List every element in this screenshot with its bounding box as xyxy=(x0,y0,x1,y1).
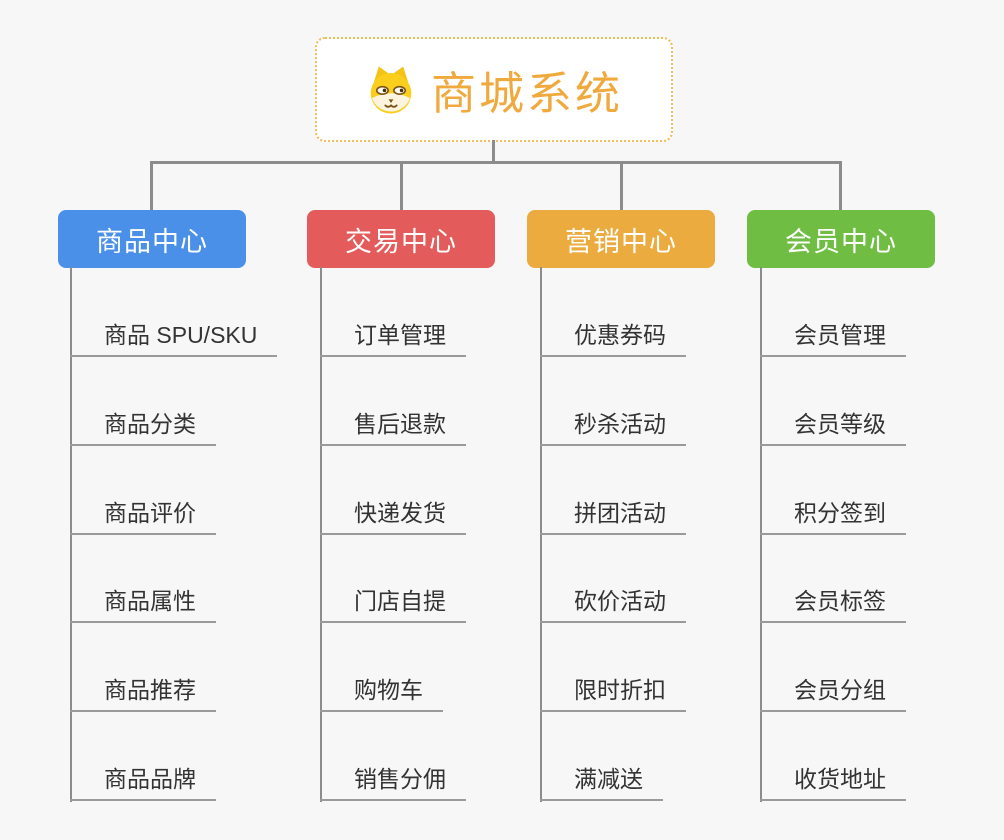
leaf-node[interactable]: 售后退款 xyxy=(320,409,466,446)
leaf-node[interactable]: 商品品牌 xyxy=(70,764,216,801)
connector-drop-member xyxy=(839,161,842,211)
leaf-node[interactable]: 会员分组 xyxy=(760,675,906,712)
connector-bus xyxy=(150,161,841,164)
root-node[interactable]: 商城系统 xyxy=(315,37,673,142)
leaf-node[interactable]: 商品 SPU/SKU xyxy=(70,320,278,357)
leaf-node[interactable]: 门店自提 xyxy=(320,586,466,623)
branch-node-trade-center[interactable]: 交易中心 xyxy=(307,210,495,268)
leaf-node[interactable]: 购物车 xyxy=(320,675,443,712)
leaf-node[interactable]: 销售分佣 xyxy=(320,764,466,801)
leaf-node[interactable]: 拼团活动 xyxy=(540,498,686,535)
root-title: 商城系统 xyxy=(430,68,623,119)
connector-drop-product xyxy=(150,161,153,211)
leaf-node[interactable]: 满减送 xyxy=(540,764,663,801)
leaf-node[interactable]: 会员标签 xyxy=(760,586,906,623)
leaf-node[interactable]: 优惠券码 xyxy=(540,320,686,357)
leaf-node[interactable]: 秒杀活动 xyxy=(540,409,686,446)
leaf-node[interactable]: 商品推荐 xyxy=(70,675,216,712)
leaf-node[interactable]: 商品分类 xyxy=(70,409,216,446)
leaf-node[interactable]: 砍价活动 xyxy=(540,586,686,623)
branch-node-product-center[interactable]: 商品中心 xyxy=(58,210,246,268)
leaf-node[interactable]: 商品属性 xyxy=(70,586,216,623)
leaf-node[interactable]: 会员等级 xyxy=(760,409,906,446)
connector-root-drop xyxy=(492,140,495,164)
leaf-node[interactable]: 限时折扣 xyxy=(540,675,686,712)
branch-node-marketing-center[interactable]: 营销中心 xyxy=(527,210,715,268)
leaf-node[interactable]: 订单管理 xyxy=(320,320,466,357)
dog-face-icon xyxy=(365,64,417,116)
leaf-node[interactable]: 会员管理 xyxy=(760,320,906,357)
leaf-node[interactable]: 积分签到 xyxy=(760,498,906,535)
leaf-node[interactable]: 快递发货 xyxy=(320,498,466,535)
leaf-node[interactable]: 商品评价 xyxy=(70,498,216,535)
leaf-node[interactable]: 收货地址 xyxy=(760,764,906,801)
branch-node-member-center[interactable]: 会员中心 xyxy=(747,210,935,268)
connector-drop-trade xyxy=(400,161,403,211)
connector-drop-marketing xyxy=(620,161,623,211)
